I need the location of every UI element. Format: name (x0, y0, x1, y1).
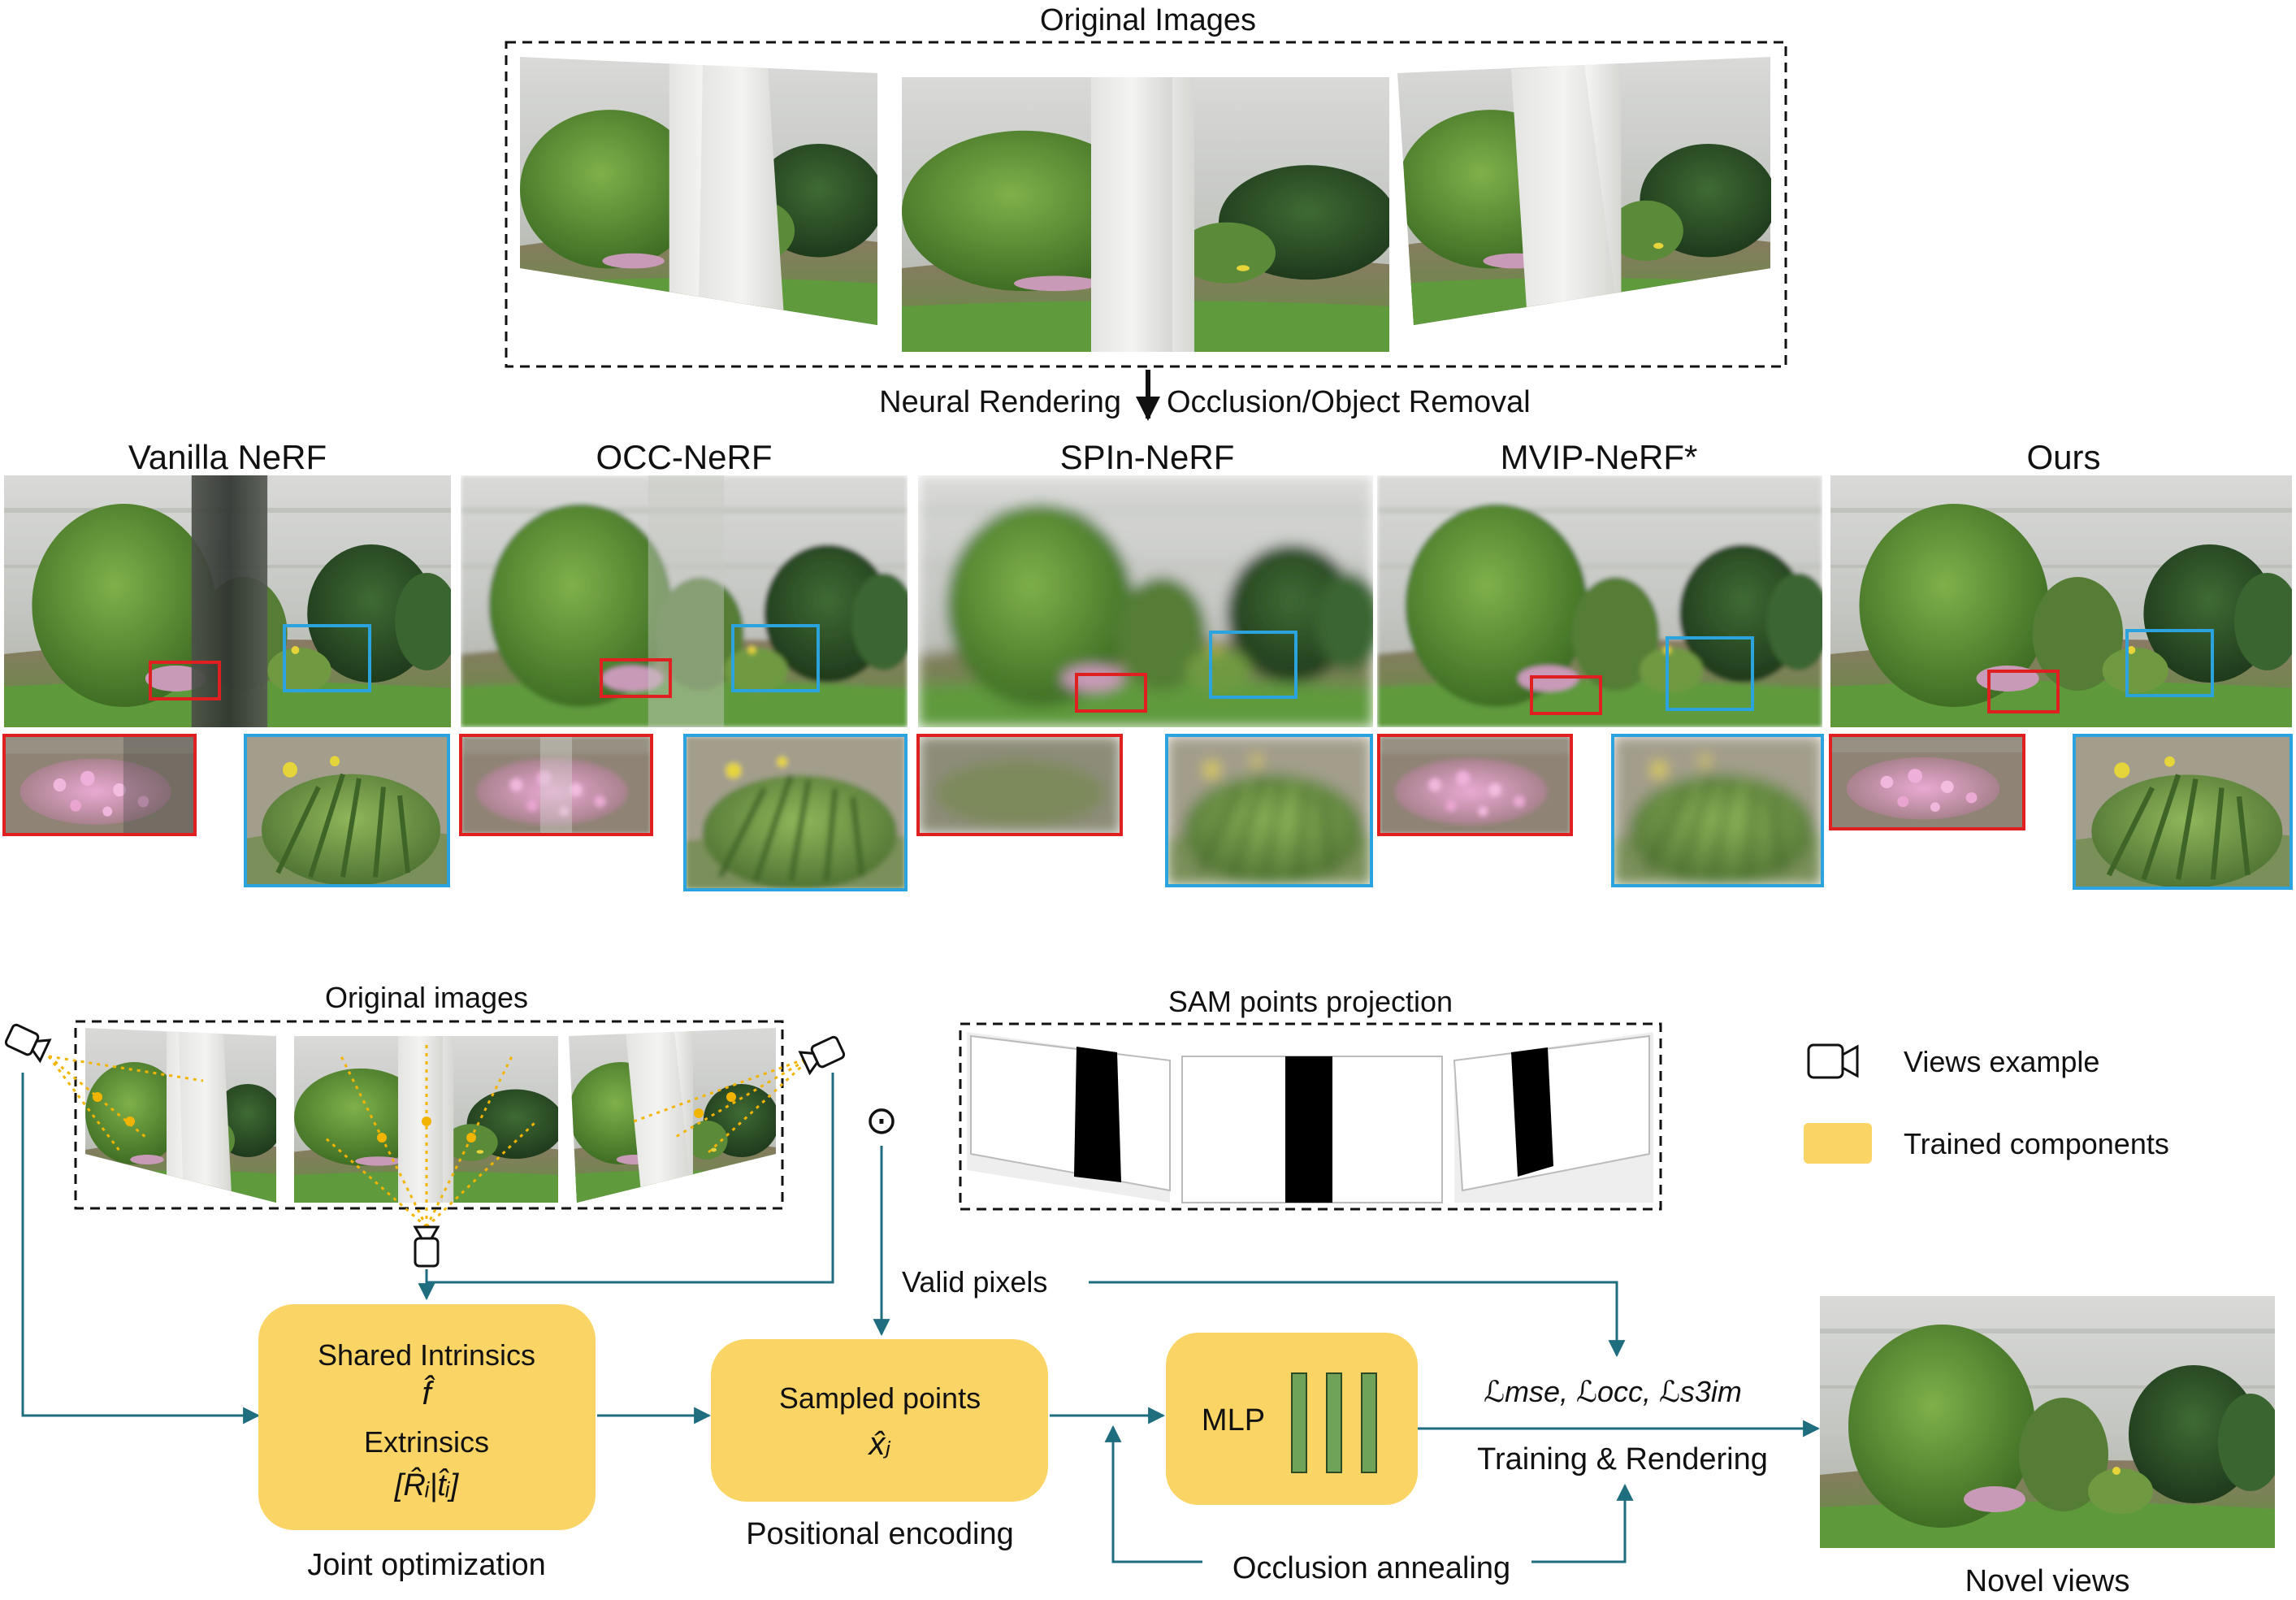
loss-label: ℒmse, ℒocc, ℒs3im (1484, 1375, 1742, 1408)
camera-icon-bottom (413, 1225, 440, 1268)
method-label-spin: SPIn-NeRF (1060, 438, 1235, 476)
legend: Views example Trained components (1804, 1043, 2169, 1164)
original-image-right (1397, 57, 1771, 325)
legend-trained-label: Trained components (1904, 1127, 2169, 1160)
legend-views-label: Views example (1904, 1045, 2099, 1078)
original-images-label: Original images (325, 981, 528, 1014)
sampled-symbol: x̂ⱼ (868, 1426, 891, 1462)
pipeline-view-left (85, 1028, 276, 1203)
pipeline-view-center (294, 1036, 558, 1203)
sam-label: SAM points projection (1168, 985, 1453, 1018)
sampled-title: Sampled points (779, 1381, 981, 1415)
original-images-frame (505, 41, 1787, 368)
camera-icon-left (4, 1023, 52, 1064)
legend-camera-icon (1807, 1043, 1859, 1079)
mlp-label: MLP (1202, 1403, 1265, 1437)
training-label: Training & Rendering (1477, 1442, 1768, 1476)
pipeline-images-frame (74, 1020, 784, 1210)
result-vanilla-nerf (4, 475, 451, 727)
mlp-layers (1291, 1372, 1377, 1473)
occlusion-annealing-label: Occlusion annealing (1232, 1551, 1510, 1585)
top-title: Original Images (1040, 3, 1256, 37)
original-image-center (902, 77, 1389, 352)
occlusion-removal-label: Occlusion/Object Removal (1167, 385, 1531, 419)
sam-masks (967, 1032, 1653, 1203)
neural-rendering-label: Neural Rendering (879, 385, 1121, 419)
method-label-vanilla: Vanilla NeRF (128, 438, 327, 476)
result-occ-nerf (461, 475, 908, 727)
flow-arrows (21, 1073, 1821, 1563)
method-label-mvip: MVIP-NeRF* (1501, 438, 1698, 476)
extrinsics-title: Extrinsics (364, 1425, 489, 1459)
intrinsics-title: Shared Intrinsics (318, 1338, 535, 1372)
sampled-points-box (711, 1339, 1048, 1502)
ray-points (93, 1092, 736, 1143)
original-image-left (520, 57, 877, 325)
method-label-ours: Ours (2026, 438, 2100, 476)
joint-optimization-box (258, 1304, 596, 1530)
valid-pixels-label: Valid pixels (902, 1265, 1047, 1299)
result-ours (1830, 475, 2292, 727)
novel-views-label: Novel views (1965, 1564, 2130, 1598)
sam-frame (959, 1022, 1662, 1211)
camera-icon-right (798, 1035, 846, 1076)
legend-trained-swatch (1804, 1123, 1872, 1164)
novel-view-image (1820, 1296, 2275, 1548)
result-spin-nerf (918, 475, 1373, 727)
pipeline-view-right (569, 1028, 776, 1203)
method-label-occ: OCC-NeRF (596, 438, 773, 476)
positional-caption: Positional encoding (746, 1517, 1014, 1551)
joint-caption: Joint optimization (307, 1548, 546, 1582)
result-mvip-nerf (1377, 475, 1822, 727)
odot-symbol: ⊙ (865, 1099, 898, 1143)
extrinsics-symbol: [R̂ᵢ|t̂ᵢ] (394, 1467, 460, 1502)
zoom-crops (2, 734, 2293, 891)
